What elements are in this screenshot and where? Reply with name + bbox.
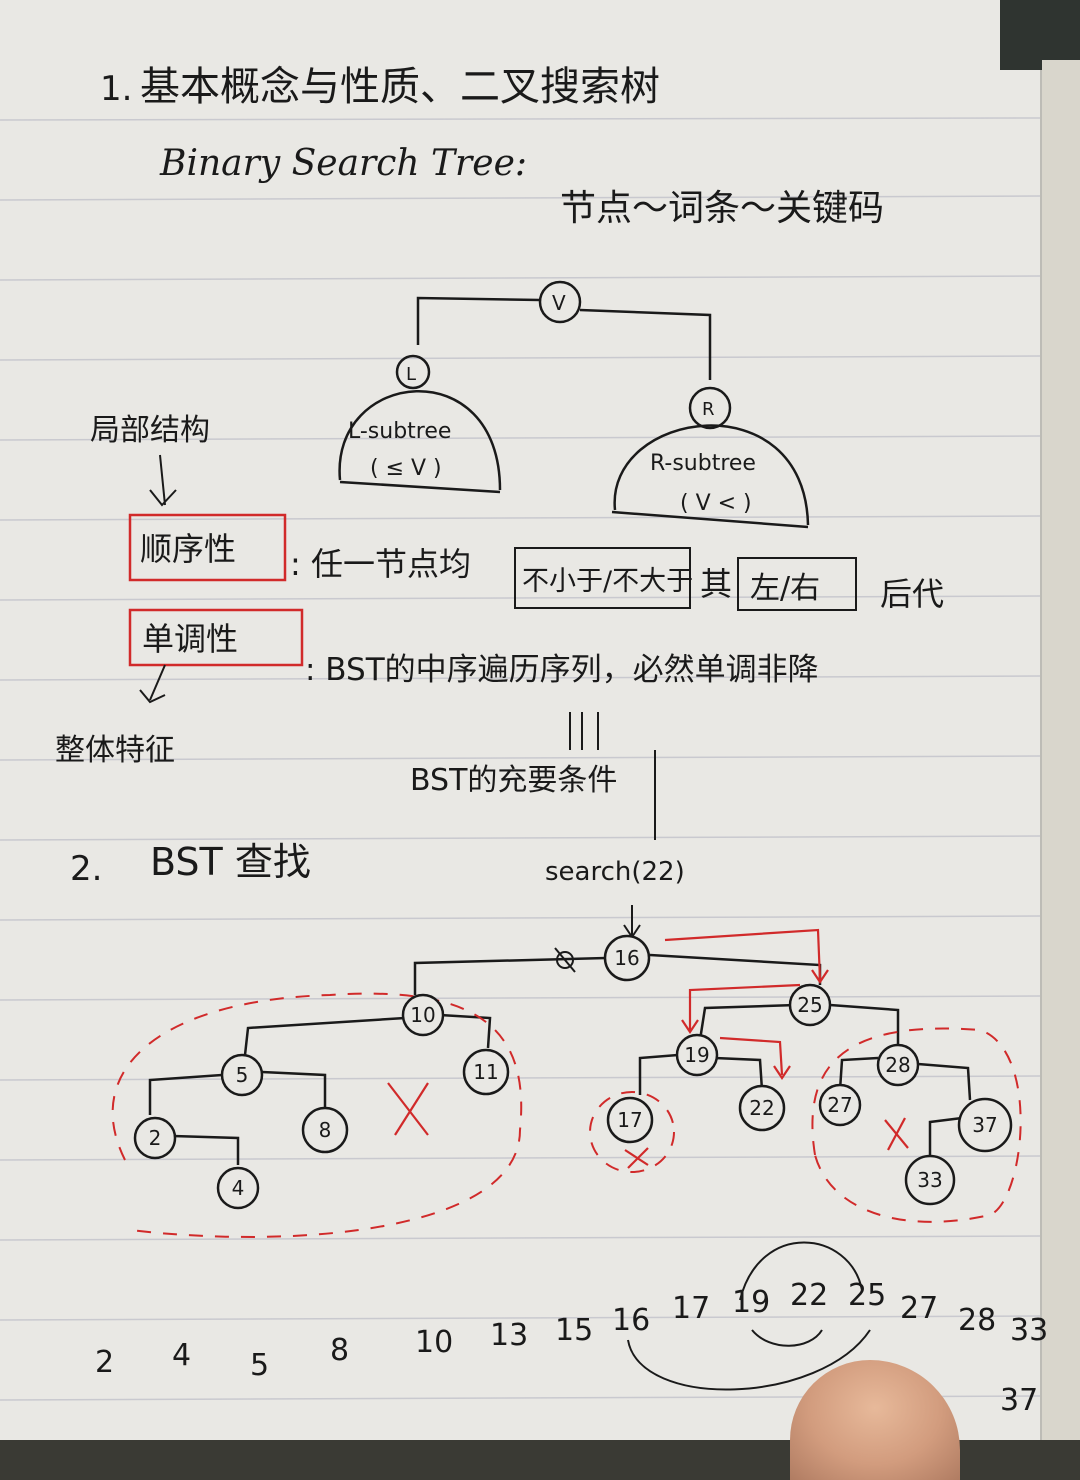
- seq-item: 17: [672, 1291, 710, 1326]
- node-17: [606, 1096, 654, 1144]
- mono-side-note: 整体特征: [55, 733, 175, 768]
- prune-marks: [387, 1082, 909, 1169]
- node-2: [133, 1116, 177, 1160]
- order-box-2: [514, 547, 691, 609]
- search-tree-nodes: [133, 934, 1013, 1210]
- node-22-label: 22: [749, 1096, 774, 1120]
- seq-item: 8: [330, 1333, 349, 1368]
- mono-box: [128, 608, 304, 667]
- search-path: [664, 928, 829, 1080]
- right-subtree-cond: ( V < ): [680, 491, 752, 516]
- pruned-regions: [111, 992, 1022, 1238]
- node-2-label: 2: [149, 1126, 162, 1150]
- node-16-label: 16: [614, 946, 639, 970]
- node-5: [220, 1053, 264, 1097]
- node-17-label: 17: [617, 1108, 642, 1132]
- left-subtree-cond: ( ≤ V ): [370, 456, 442, 481]
- handwriting-layer: 1. 基本概念与性质、二叉搜索树 Binary Search Tree: 节点～…: [55, 64, 1048, 1418]
- order-text-post: 后代: [880, 575, 944, 613]
- node-10: [401, 993, 445, 1037]
- left-node: [395, 354, 431, 390]
- seq-item: 19: [732, 1285, 770, 1320]
- root-node: [538, 280, 582, 324]
- node-11-label: 11: [473, 1060, 498, 1084]
- order-text-mid: 其: [700, 565, 732, 603]
- mono-text: : BST的中序遍历序列，必然单调非降: [305, 652, 819, 688]
- order-box-3: [737, 557, 857, 611]
- node-19: [675, 1033, 719, 1077]
- seq-item: 15: [555, 1313, 593, 1348]
- order-text-pre: : 任一节点均: [290, 545, 471, 583]
- node-25-label: 25: [797, 993, 822, 1017]
- left-label: L: [406, 364, 416, 385]
- seq-item: 10: [415, 1325, 453, 1360]
- node-5-label: 5: [236, 1063, 249, 1087]
- node-27: [818, 1083, 862, 1127]
- section2-number: 2.: [70, 849, 102, 889]
- ruled-lines: [0, 117, 1040, 1401]
- seq-item: 13: [490, 1318, 528, 1353]
- order-box2-label: 不小于/不大于: [522, 566, 693, 597]
- background-top: [1000, 0, 1080, 70]
- node-28-label: 28: [885, 1053, 910, 1077]
- seq-item: 25: [848, 1278, 886, 1313]
- search-label: search(22): [545, 857, 685, 887]
- right-subtree-label: R-subtree: [650, 451, 756, 476]
- right-label: R: [702, 399, 715, 420]
- node-22: [738, 1084, 786, 1132]
- heading-subtitle-en: Binary Search Tree:: [159, 143, 527, 184]
- seq-item: 4: [172, 1338, 191, 1373]
- node-37-label: 37: [972, 1113, 997, 1137]
- notebook-page: [0, 0, 1042, 1440]
- next-page-edge: [1042, 60, 1080, 1440]
- node-33-label: 33: [917, 1168, 942, 1192]
- inorder-sequence: 2 4 5 8 10 13 15 16 17 19 22 25 27 28 33…: [95, 1278, 1048, 1418]
- search-tree-edges: [148, 953, 972, 1165]
- node-27-label: 27: [827, 1093, 852, 1117]
- node-8: [301, 1106, 349, 1154]
- node-11: [462, 1048, 510, 1096]
- order-box3-label: 左/右: [750, 571, 820, 606]
- right-node: [688, 386, 732, 430]
- seq-item: 5: [250, 1348, 269, 1383]
- node-4: [216, 1166, 260, 1210]
- heading-number: 1.: [100, 69, 132, 109]
- seq-item: 22: [790, 1278, 828, 1313]
- node-28: [876, 1043, 920, 1087]
- seq-item: 37: [1000, 1383, 1038, 1418]
- bst-concept-diagram: [338, 280, 810, 529]
- seq-item: 2: [95, 1345, 114, 1380]
- left-subtree-label: L-subtree: [348, 419, 451, 444]
- order-box: [128, 513, 287, 582]
- seq-item: 33: [1010, 1313, 1048, 1348]
- mono-box-label: 单调性: [142, 620, 238, 658]
- seq-item: 16: [612, 1303, 650, 1338]
- sequence-arcs: [627, 1241, 871, 1391]
- heading-subtitle-cn: 节点～词条～关键码: [560, 188, 884, 229]
- section2-title: BST 查找: [150, 840, 311, 884]
- order-box-label: 顺序性: [140, 530, 236, 568]
- root-label: V: [552, 291, 566, 315]
- seq-item: 28: [958, 1303, 996, 1338]
- search-tree-labels: 16 10 5 11 2 8 4 25 19 28 17 22 27 37 33: [149, 946, 998, 1200]
- side-note-local: 局部结构: [90, 413, 210, 448]
- node-10-label: 10: [410, 1003, 435, 1027]
- heading-title: 基本概念与性质、二叉搜索树: [140, 64, 660, 110]
- node-16: [603, 934, 651, 982]
- node-8-label: 8: [319, 1118, 332, 1142]
- node-33: [904, 1154, 956, 1206]
- node-4-label: 4: [232, 1176, 245, 1200]
- node-19-label: 19: [684, 1043, 709, 1067]
- seq-item: 27: [900, 1291, 938, 1326]
- equiv-text: BST的充要条件: [410, 763, 617, 798]
- node-25: [788, 983, 832, 1027]
- node-37: [957, 1097, 1013, 1153]
